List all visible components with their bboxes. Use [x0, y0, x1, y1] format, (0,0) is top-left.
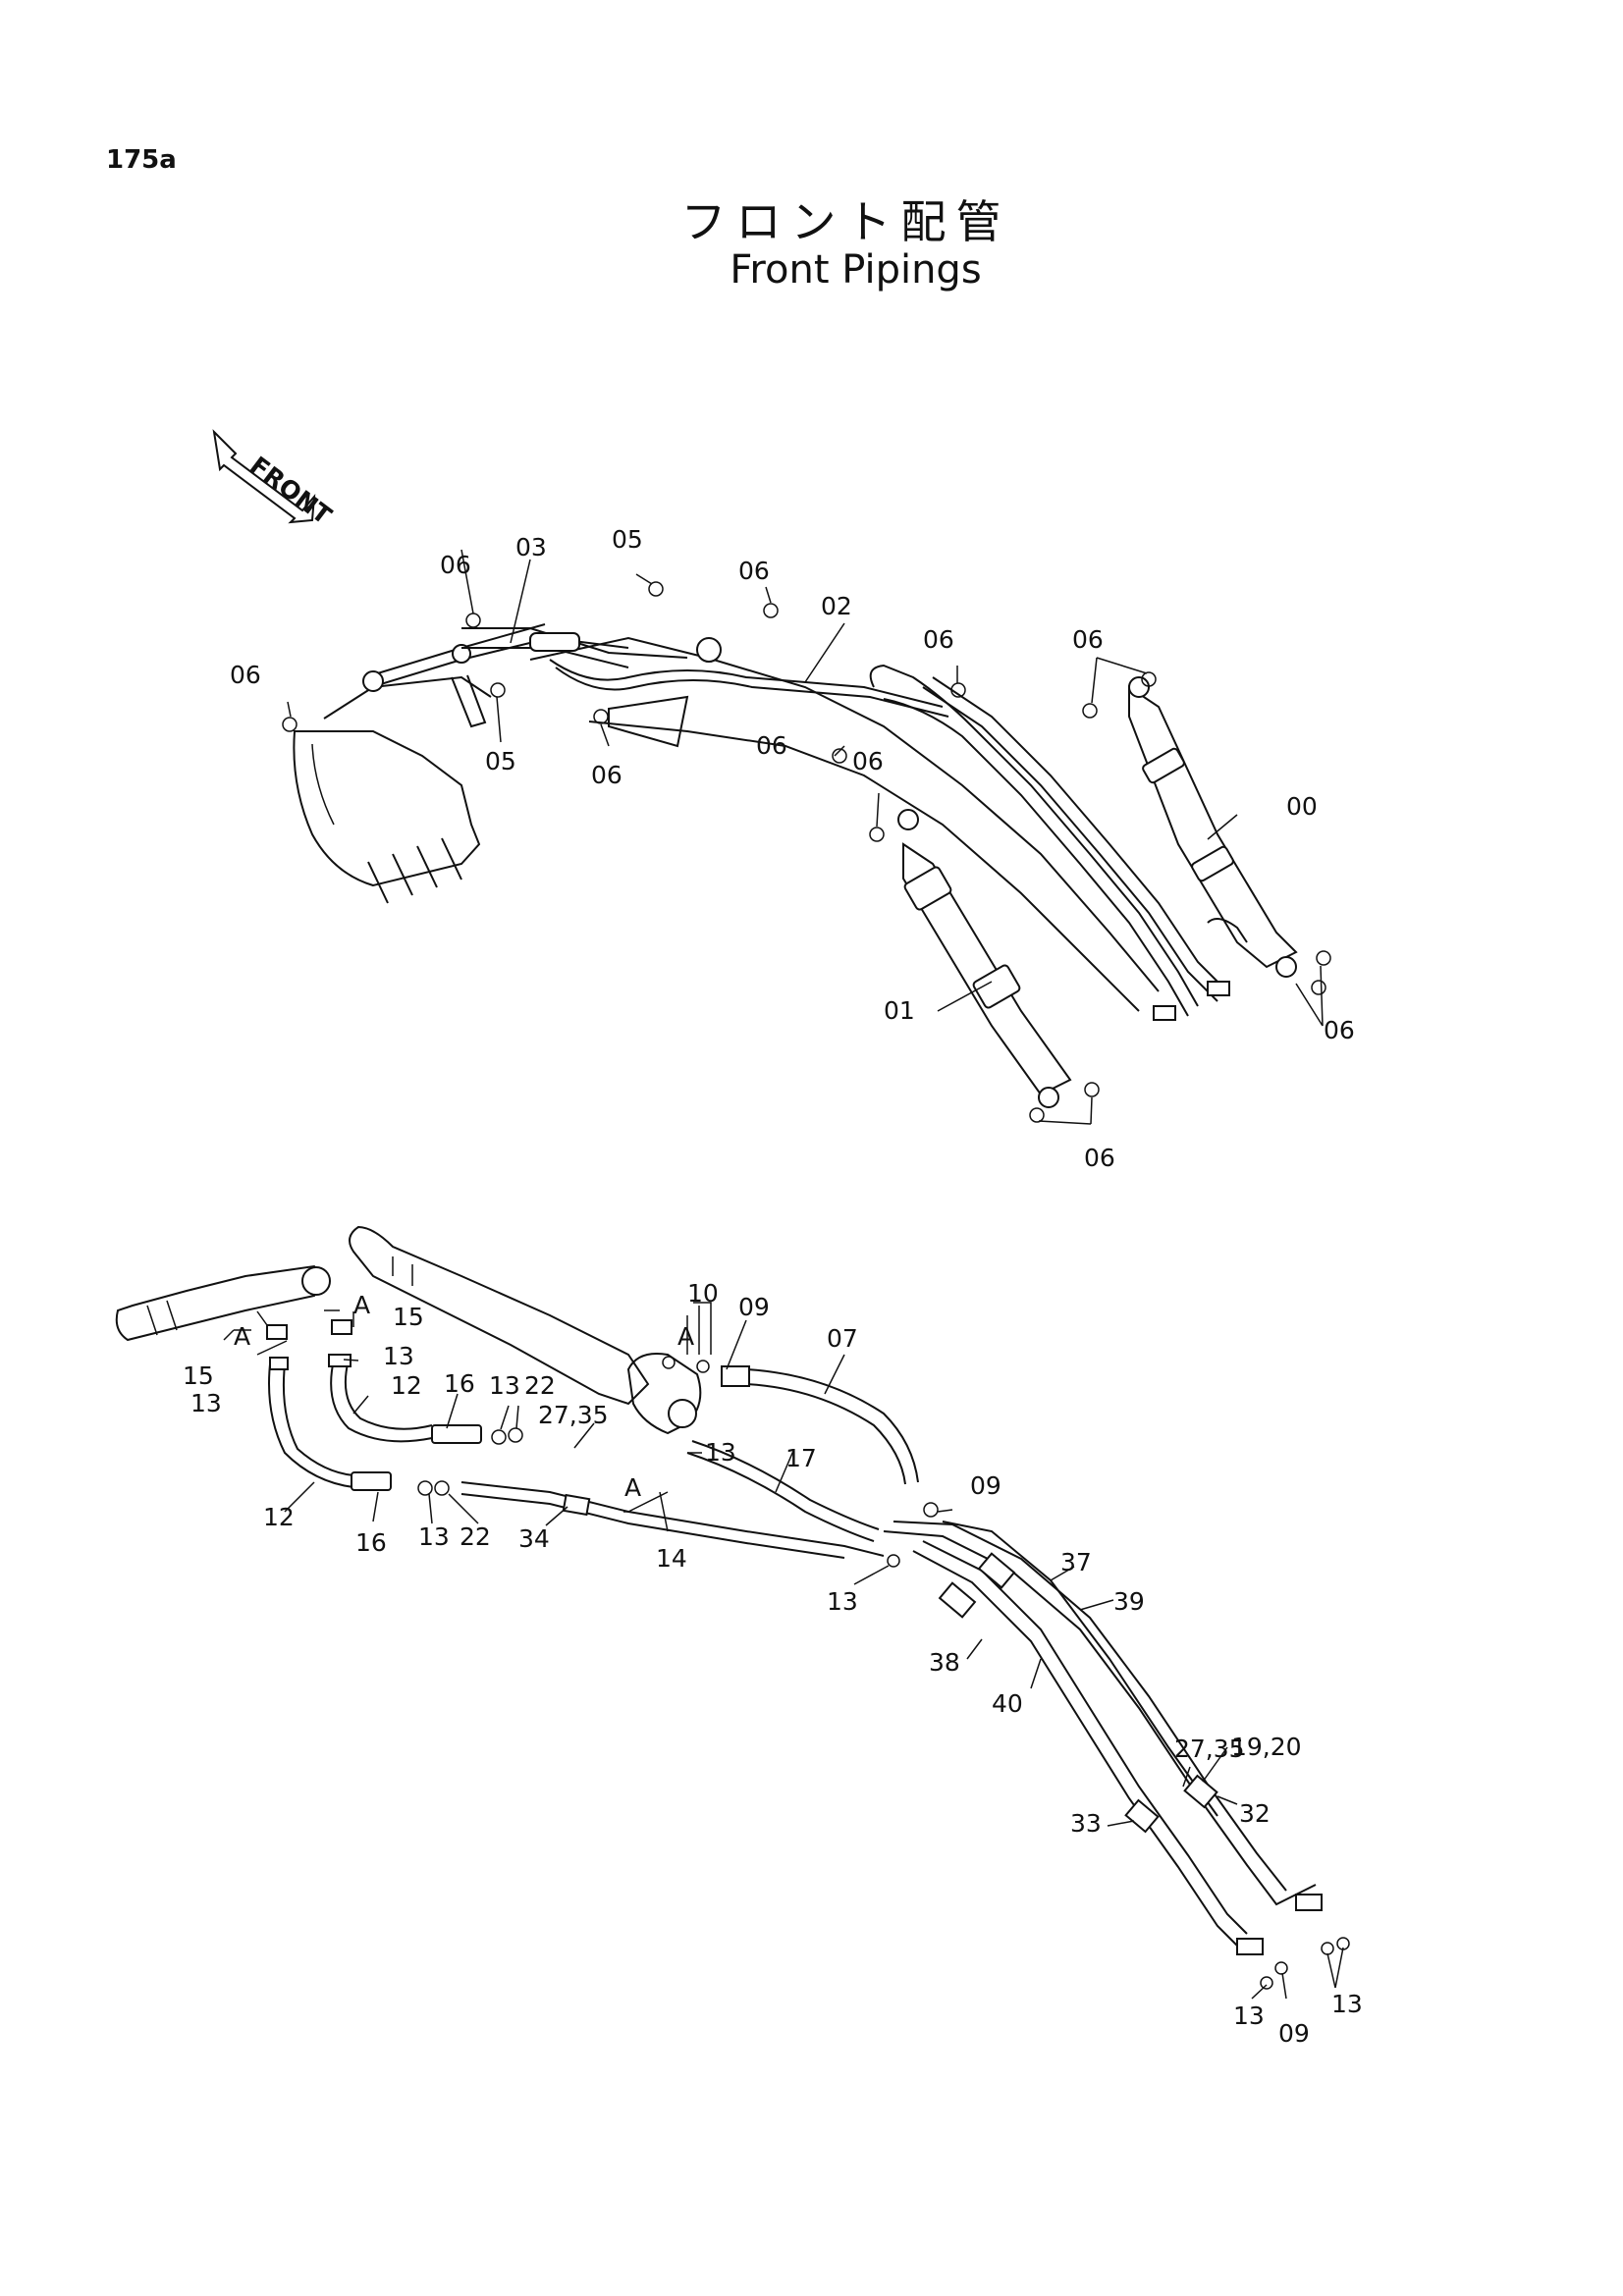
callout: 16: [355, 1528, 387, 1557]
callout: 05: [485, 747, 516, 775]
page-title-english: Front Pipings: [730, 247, 982, 293]
callout: 01: [884, 996, 915, 1025]
lower-assembly-drawing: 10 09 07 A 15 A 13 A 15 13 12 16 13 22 2…: [115, 1225, 1363, 2048]
callout: 06: [1084, 1144, 1115, 1172]
callout: 38: [929, 1648, 960, 1677]
callout: 40: [992, 1689, 1023, 1718]
callout: 12: [391, 1371, 422, 1400]
callout: 32: [1239, 1799, 1271, 1828]
callout: 39: [1113, 1587, 1145, 1616]
callout: 02: [821, 592, 852, 620]
callout: 07: [827, 1324, 858, 1353]
callout: 06: [591, 761, 622, 789]
callout: 12: [263, 1503, 295, 1531]
callout: 27,35: [1174, 1735, 1245, 1763]
callout: 27,35: [538, 1401, 609, 1429]
callout: 06: [440, 551, 471, 579]
callout: 00: [1286, 792, 1318, 821]
callout: 13: [383, 1342, 414, 1370]
callout: A: [624, 1473, 641, 1502]
callout: 06: [738, 557, 770, 585]
callout: 06: [230, 661, 261, 689]
callout: 22: [524, 1371, 556, 1400]
page-title-japanese: フロント配管: [680, 195, 1011, 248]
callout: 13: [190, 1389, 222, 1417]
callout: 06: [923, 625, 954, 654]
callout: 06: [756, 731, 787, 760]
callout: 37: [1060, 1548, 1092, 1576]
callout: 16: [444, 1369, 475, 1398]
callout: 13: [1331, 1990, 1363, 2018]
callout: A: [353, 1291, 370, 1319]
callout: 13: [827, 1587, 858, 1616]
callout: 33: [1070, 1809, 1102, 1838]
callout: A: [234, 1322, 250, 1351]
callout: 19,20: [1231, 1733, 1302, 1761]
callout: 15: [183, 1362, 214, 1390]
callout: 15: [393, 1303, 424, 1331]
page-number: 175a: [106, 145, 177, 175]
callout: 13: [705, 1438, 736, 1467]
callout: 09: [738, 1293, 770, 1321]
callout: 06: [1072, 625, 1104, 654]
callout: 17: [785, 1444, 817, 1472]
callout: 06: [1324, 1016, 1355, 1044]
callout: A: [677, 1322, 694, 1351]
callout: 13: [418, 1522, 450, 1551]
callout: 09: [1278, 2019, 1310, 2048]
callout: 10: [687, 1279, 719, 1308]
callout: 06: [852, 747, 884, 775]
callout: 14: [656, 1544, 687, 1573]
callout: 05: [612, 525, 643, 554]
front-arrow-icon: FRONT: [212, 429, 337, 530]
callout: 22: [460, 1522, 491, 1551]
callout: 13: [489, 1371, 520, 1400]
callout: 09: [970, 1471, 1001, 1500]
callout: 13: [1233, 2002, 1265, 2030]
upper-assembly-drawing: 06 03 05 06 02 06 06 06 05 06 06 06 00 0…: [230, 525, 1355, 1172]
callout: 03: [515, 533, 547, 561]
callout: 34: [518, 1524, 550, 1553]
